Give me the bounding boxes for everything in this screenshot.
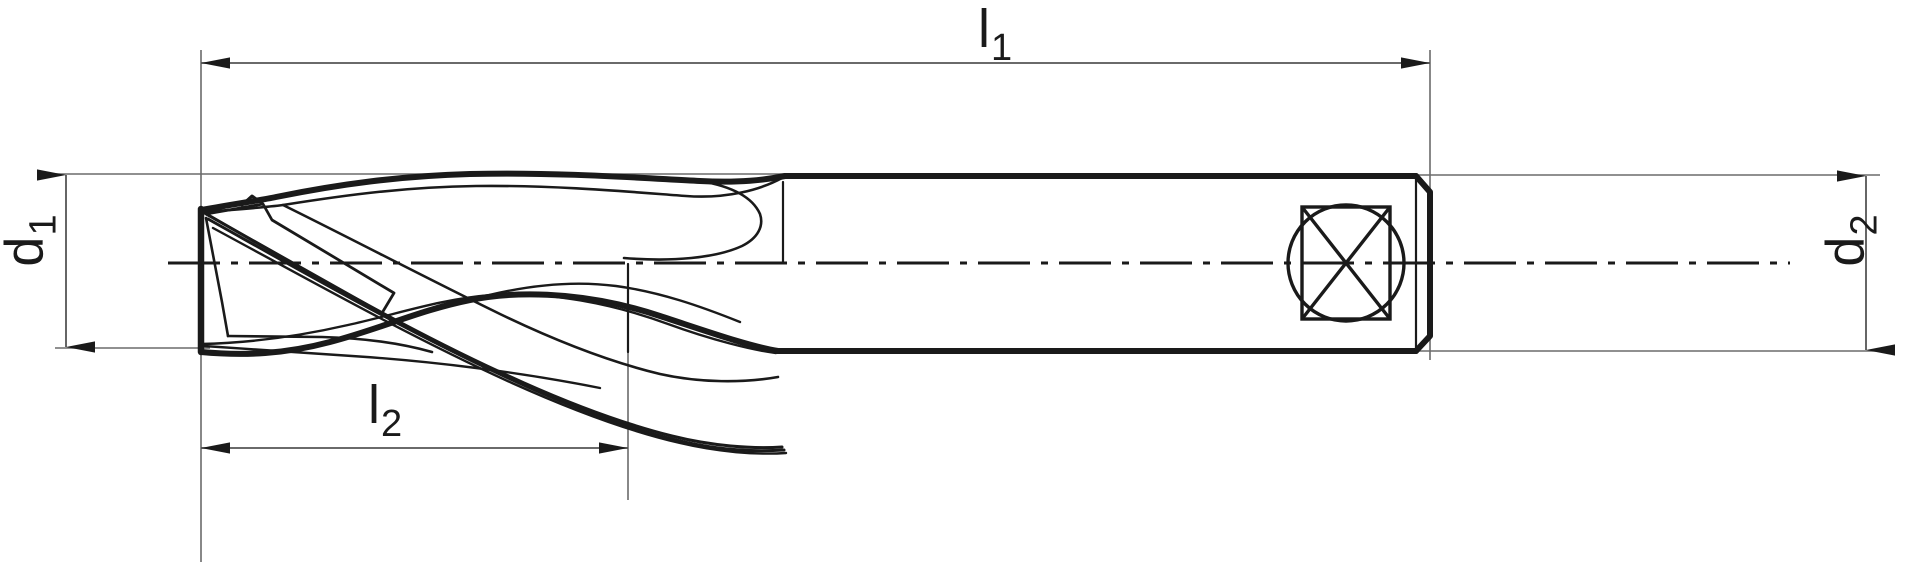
dimension-label-d2-subscript: 2 bbox=[1843, 214, 1886, 236]
helix-groove-front-3 bbox=[211, 226, 788, 455]
shank-end-chamfer bbox=[1413, 173, 1433, 354]
weldon-flat-symbol bbox=[1286, 203, 1406, 323]
dimension-lines bbox=[37, 57, 1895, 454]
tip-relief-face bbox=[204, 216, 230, 338]
extension-lines bbox=[55, 50, 1880, 562]
helix-land-upper bbox=[281, 203, 780, 383]
dimension-label-d1-base: d bbox=[0, 236, 55, 267]
weldon-circle bbox=[1286, 203, 1406, 323]
dimension-label-l2-subscript: 2 bbox=[381, 403, 403, 445]
tool-body bbox=[197, 170, 1433, 455]
tip-notch bbox=[240, 194, 264, 207]
neck-relief-curve bbox=[622, 179, 763, 261]
helix-back-lower bbox=[468, 282, 742, 324]
dimension-label-d2-base: d bbox=[1815, 236, 1876, 267]
weldon-square bbox=[1300, 205, 1392, 321]
tip-gash-pocket bbox=[204, 202, 396, 315]
dimension-label-l1: l1 bbox=[978, 0, 1012, 67]
flute-top-outline bbox=[198, 170, 788, 213]
dimension-label-d1: d1 bbox=[0, 214, 65, 267]
tip-relief-edge bbox=[226, 334, 434, 354]
weldon-diagonal-2 bbox=[1300, 205, 1392, 321]
dimension-label-l2-base: l bbox=[368, 375, 380, 435]
dimension-label-d2: d2 bbox=[1815, 214, 1886, 267]
tip-secondary-relief bbox=[202, 344, 602, 390]
dimension-label-d1-subscript: 1 bbox=[22, 214, 65, 236]
helix-groove-front-2 bbox=[206, 217, 786, 453]
dimension-label-l2: l2 bbox=[368, 375, 402, 443]
dimension-label-l1-subscript: 1 bbox=[991, 27, 1013, 69]
dimension-label-l1-base: l bbox=[978, 0, 990, 59]
flute-top-inner-edge bbox=[199, 176, 784, 214]
